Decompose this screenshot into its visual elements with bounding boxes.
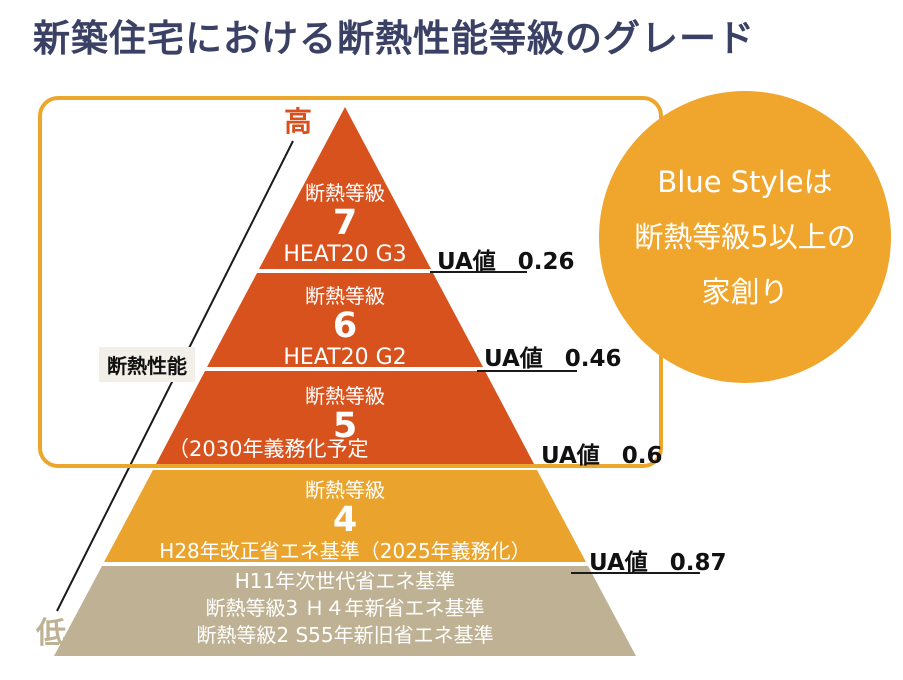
axis-low-label: 低 bbox=[36, 616, 66, 651]
level-4-name: 断熱等級 bbox=[305, 478, 385, 502]
ua-label-grade6: UA値 bbox=[484, 346, 543, 372]
pyramid-legacy-shape bbox=[54, 566, 636, 656]
level-7-sub: HEAT20 G3 bbox=[283, 242, 407, 267]
level-6-number: 6 bbox=[332, 306, 358, 346]
ua-number-grade5: 0.6 bbox=[621, 443, 663, 469]
ua-number-grade4: 0.87 bbox=[669, 550, 727, 576]
level-7-name: 断熱等級 bbox=[305, 181, 385, 205]
ua-label-grade5: UA値 bbox=[541, 443, 600, 469]
pyramid-level-5-shape bbox=[156, 371, 534, 464]
badge-line-1: Blue Styleは bbox=[657, 164, 833, 199]
ua-underline-grade4 bbox=[571, 572, 700, 574]
level-5-sub: （2030年義務化予定 bbox=[168, 437, 369, 461]
ua-value-grade6: UA値 0.46 bbox=[484, 339, 622, 373]
legacy-band-text: H11年次世代省エネ基準 断熱等級3 Ｈ４年新省エネ基準 断熱等級2 S55年新… bbox=[145, 568, 545, 649]
level-5-name: 断熱等級 bbox=[305, 384, 385, 408]
level-5-text: 断熱等級 5 bbox=[145, 384, 545, 445]
ua-label-grade7: UA値 bbox=[437, 249, 496, 275]
ua-underline-grade7 bbox=[430, 271, 527, 273]
pyramid-level-4-shape bbox=[104, 470, 586, 562]
pyramid-level-7-shape bbox=[259, 107, 431, 269]
badge-line-2: 断熱等級5以上の bbox=[634, 219, 856, 254]
axis-high-label: 高 bbox=[284, 105, 313, 138]
ua-number-grade6: 0.46 bbox=[564, 346, 622, 372]
level-7-text: 断熱等級 7 HEAT20 G3 bbox=[145, 181, 545, 267]
blue-style-badge: Blue Styleは 断熱等級5以上の 家創り bbox=[599, 91, 891, 383]
performance-axis-caption: 断熱性能 bbox=[99, 347, 195, 382]
ua-number-grade7: 0.26 bbox=[517, 249, 575, 275]
ua-label-grade4: UA値 bbox=[589, 550, 648, 576]
level-4-number: 4 bbox=[332, 500, 358, 540]
level-4-sub: H28年改正省エネ基準（2025年義務化） bbox=[159, 539, 531, 563]
page-title: 新築住宅における断熱性能等級のグレード bbox=[33, 17, 755, 60]
level-4-text: 断熱等級 4 H28年改正省エネ基準（2025年義務化） bbox=[145, 478, 545, 563]
ua-value-grade4: UA値 0.87 bbox=[589, 543, 727, 577]
level-6-sub: HEAT20 G2 bbox=[283, 345, 407, 370]
pyramid-level-6-shape bbox=[207, 273, 483, 367]
badge-line-3: 家創り bbox=[701, 274, 789, 309]
level-6-text: 断熱等級 6 HEAT20 G2 bbox=[145, 284, 545, 370]
legacy-line-2: 断熱等級3 Ｈ４年新省エネ基準 bbox=[205, 596, 485, 620]
legacy-line-3: 断熱等級2 S55年新旧省エネ基準 bbox=[196, 623, 494, 647]
level-6-name: 断熱等級 bbox=[305, 284, 385, 308]
level-5-number: 5 bbox=[332, 406, 358, 446]
ua-value-grade7: UA値 0.26 bbox=[437, 242, 575, 276]
ua-underline-grade6 bbox=[477, 370, 577, 372]
level-7-number: 7 bbox=[332, 203, 358, 243]
legacy-line-1: H11年次世代省エネ基準 bbox=[234, 569, 456, 593]
ua-value-grade5: UA値 0.6 bbox=[541, 436, 663, 470]
